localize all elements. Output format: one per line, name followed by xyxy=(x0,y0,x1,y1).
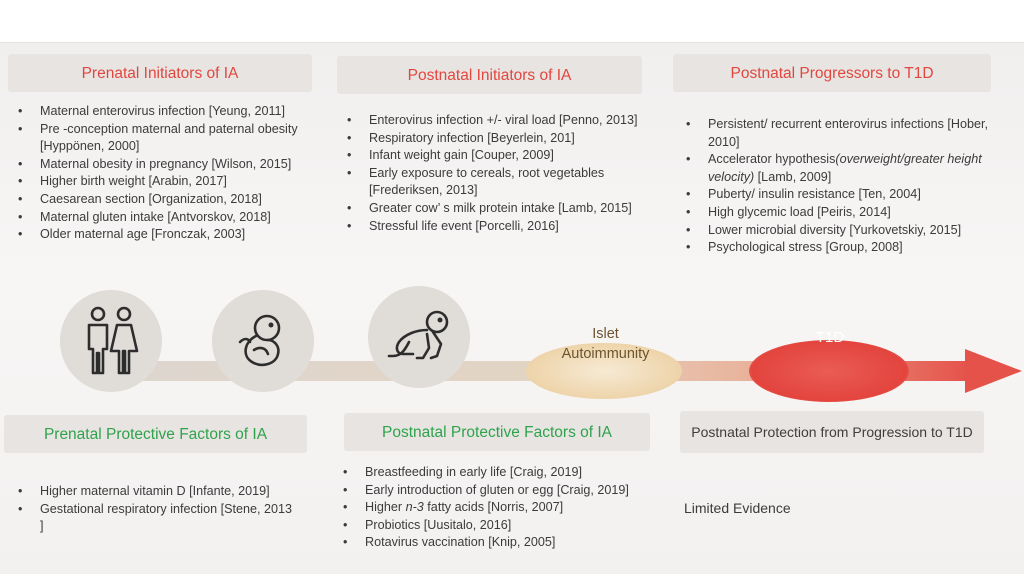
postnatal-initiators-list: Enterovirus infection +/- viral load [Pe… xyxy=(345,112,670,235)
postnatal-protective-title: Postnatal Protective Factors of IA xyxy=(344,413,650,451)
list-item: Enterovirus infection +/- viral load [Pe… xyxy=(345,112,670,130)
prenatal-initiators-title: Prenatal Initiators of IA xyxy=(8,54,312,92)
list-item: Rotavirus vaccination [Knip, 2005] xyxy=(341,534,641,552)
list-item: Stressful life event [Porcelli, 2016] xyxy=(345,218,670,236)
list-item: Early exposure to cereals, root vegetabl… xyxy=(345,165,670,200)
limited-evidence-text: Limited Evidence xyxy=(684,500,791,516)
list-item: Greater cow’ s milk protein intake [Lamb… xyxy=(345,200,670,218)
list-item: Higher n-3 fatty acids [Norris, 2007] xyxy=(341,499,641,517)
slide: Prenatal Initiators of IA Postnatal Init… xyxy=(0,42,1024,574)
list-item: Maternal obesity in pregnancy [Wilson, 2… xyxy=(16,156,301,174)
islet-autoimmunity-label: Islet Autoimmunity xyxy=(561,326,650,362)
list-item: Accelerator hypothesis(overweight/greate… xyxy=(684,151,1004,186)
postnatal-initiators-title: Postnatal Initiators of IA xyxy=(337,56,642,94)
list-item: Lower microbial diversity [Yurkovetskiy,… xyxy=(684,222,1004,240)
t1d-label: T1D xyxy=(815,329,845,346)
crawling-baby-circle xyxy=(368,286,470,388)
list-item: Caesarean section [Organization, 2018] xyxy=(16,191,301,209)
fetus-icon xyxy=(238,314,281,367)
list-item: Older maternal age [Fronczak, 2003] xyxy=(16,226,301,244)
arrow-head xyxy=(965,349,1022,393)
postnatal-progressors-title: Postnatal Progressors to T1D xyxy=(673,54,991,92)
fetus-circle xyxy=(212,290,314,392)
item-emphasis: n-3 xyxy=(405,500,424,515)
list-item: Breastfeeding in early life [Craig, 2019… xyxy=(341,464,641,482)
list-item: Puberty/ insulin resistance [Ten, 2004] xyxy=(684,186,1004,204)
list-item: Respiratory infection [Beyerlein, 201] xyxy=(345,130,670,148)
item-label: Accelerator hypothesis xyxy=(708,152,836,167)
prenatal-protective-list: Higher maternal vitamin D [Infante, 2019… xyxy=(16,483,296,536)
list-item: Maternal gluten intake [Antvorskov, 2018… xyxy=(16,209,301,227)
item-label: Higher xyxy=(365,500,406,515)
parents-circle xyxy=(60,290,162,392)
item-citation: fatty acids [Norris, 2007] xyxy=(423,500,564,515)
list-item: Early introduction of gluten or egg [Cra… xyxy=(341,482,641,500)
list-item: Persistent/ recurrent enterovirus infect… xyxy=(684,116,1004,151)
list-item: Psychological stress [Group, 2008] xyxy=(684,239,1004,257)
list-item: Maternal enterovirus infection [Yeung, 2… xyxy=(16,103,301,121)
item-citation: [Lamb, 2009] xyxy=(754,169,832,184)
list-item: Gestational respiratory infection [Stene… xyxy=(16,501,296,536)
prenatal-protective-title: Prenatal Protective Factors of IA xyxy=(4,415,307,453)
crawling-baby-icon xyxy=(387,310,449,360)
list-item: Probiotics [Uusitalo, 2016] xyxy=(341,517,641,535)
postnatal-progressors-list: Persistent/ recurrent enterovirus infect… xyxy=(684,116,1004,257)
list-item: Higher maternal vitamin D [Infante, 2019… xyxy=(16,483,296,501)
t1d-oval xyxy=(749,340,909,402)
postnatal-protection-progression-title: Postnatal Protection from Progression to… xyxy=(680,411,984,453)
timeline xyxy=(0,313,1024,433)
list-item: High glycemic load [Peiris, 2014] xyxy=(684,204,1004,222)
list-item: Pre -conception maternal and paternal ob… xyxy=(16,121,301,156)
prenatal-initiators-list: Maternal enterovirus infection [Yeung, 2… xyxy=(16,103,301,244)
timeline-arrow xyxy=(140,340,1022,402)
parents-icon xyxy=(87,306,139,375)
list-item: Infant weight gain [Couper, 2009] xyxy=(345,147,670,165)
islet-autoimmunity-oval xyxy=(526,343,682,399)
list-item: Higher birth weight [Arabin, 2017] xyxy=(16,173,301,191)
postnatal-protective-list: Breastfeeding in early life [Craig, 2019… xyxy=(341,464,641,552)
item-emphasis: (overweight/greater height velocity) xyxy=(708,152,982,184)
